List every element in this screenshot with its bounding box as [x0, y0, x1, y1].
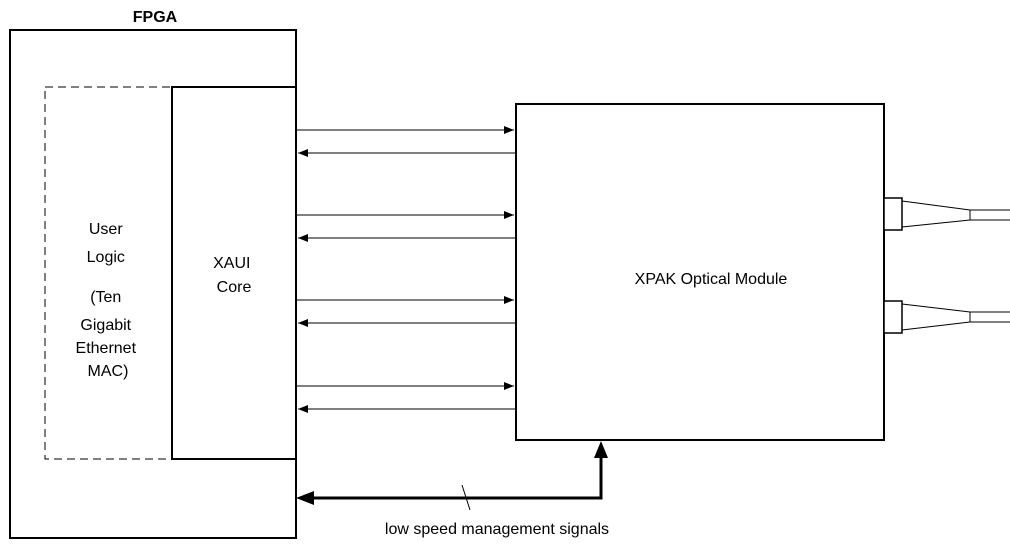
- management-label: low speed management signals: [385, 521, 609, 538]
- fpga-title: FPGA: [133, 9, 178, 26]
- lane-1: [296, 126, 516, 157]
- xaui-core-label: XAUI Core: [213, 255, 255, 296]
- xpak-module-box: [515, 103, 885, 441]
- xpak-module-label: XPAK Optical Module: [635, 271, 788, 288]
- optical-connector-bottom: [883, 300, 1010, 334]
- lane-2: [296, 211, 516, 242]
- optical-connector-top: [883, 197, 1010, 231]
- xaui-core-box: [171, 86, 297, 460]
- lane-3: [296, 296, 516, 327]
- lane-4: [296, 382, 516, 413]
- management-bus: [296, 441, 608, 511]
- user-logic-label: User Logic (Ten Gigabit Ethernet MAC): [76, 221, 141, 380]
